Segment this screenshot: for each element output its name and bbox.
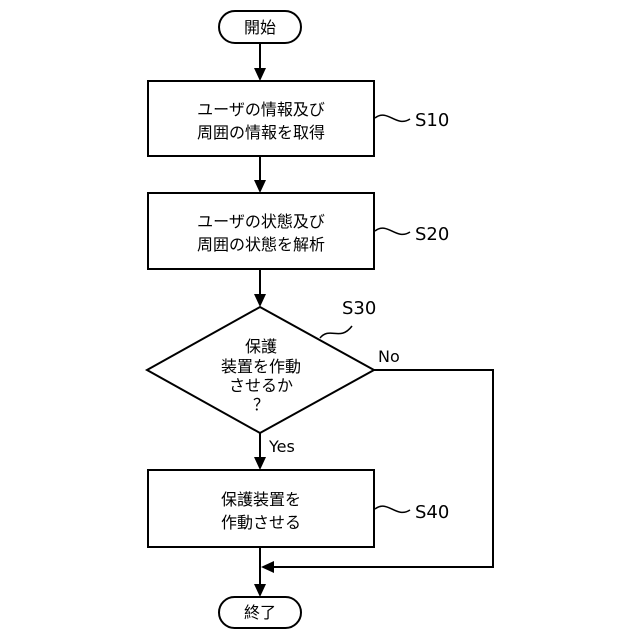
s40-step-label: S40 (415, 502, 449, 523)
s30-text-line-2: 装置を作動 (221, 357, 301, 376)
arrowhead-s30 (254, 294, 266, 307)
s10-leader-line (375, 115, 410, 121)
s10-text-line-1: ユーザの情報及び (197, 100, 325, 119)
s10-step-label: S10 (415, 110, 449, 131)
arrowhead-s10 (254, 68, 266, 81)
s20-step-label: S20 (415, 224, 449, 245)
s30-text-line-1: 保護 (245, 337, 277, 356)
arrowhead-no-merge (261, 561, 274, 573)
arrowhead-s20 (254, 180, 266, 193)
start-label: 開始 (244, 18, 276, 37)
arrowhead-s40 (254, 457, 266, 470)
s40-text-line-2: 作動させる (221, 513, 301, 532)
yes-branch-label: Yes (268, 437, 295, 456)
end-label: 終了 (244, 603, 276, 622)
process-s20 (148, 193, 374, 269)
s40-text-line-1: 保護装置を (221, 490, 301, 509)
s30-step-label: S30 (342, 298, 376, 319)
s30-text-line-3: させるか (229, 376, 293, 395)
s20-text-line-1: ユーザの状態及び (197, 212, 325, 231)
no-branch-label: No (378, 347, 400, 366)
s30-leader-line (320, 326, 352, 338)
s40-leader-line (375, 506, 410, 512)
s10-text-line-2: 周囲の情報を取得 (197, 123, 325, 142)
s30-text-line-4: ？ (253, 395, 269, 414)
arrowhead-end (254, 584, 266, 597)
s20-text-line-2: 周囲の状態を解析 (197, 235, 325, 254)
s20-leader-line (375, 228, 410, 234)
